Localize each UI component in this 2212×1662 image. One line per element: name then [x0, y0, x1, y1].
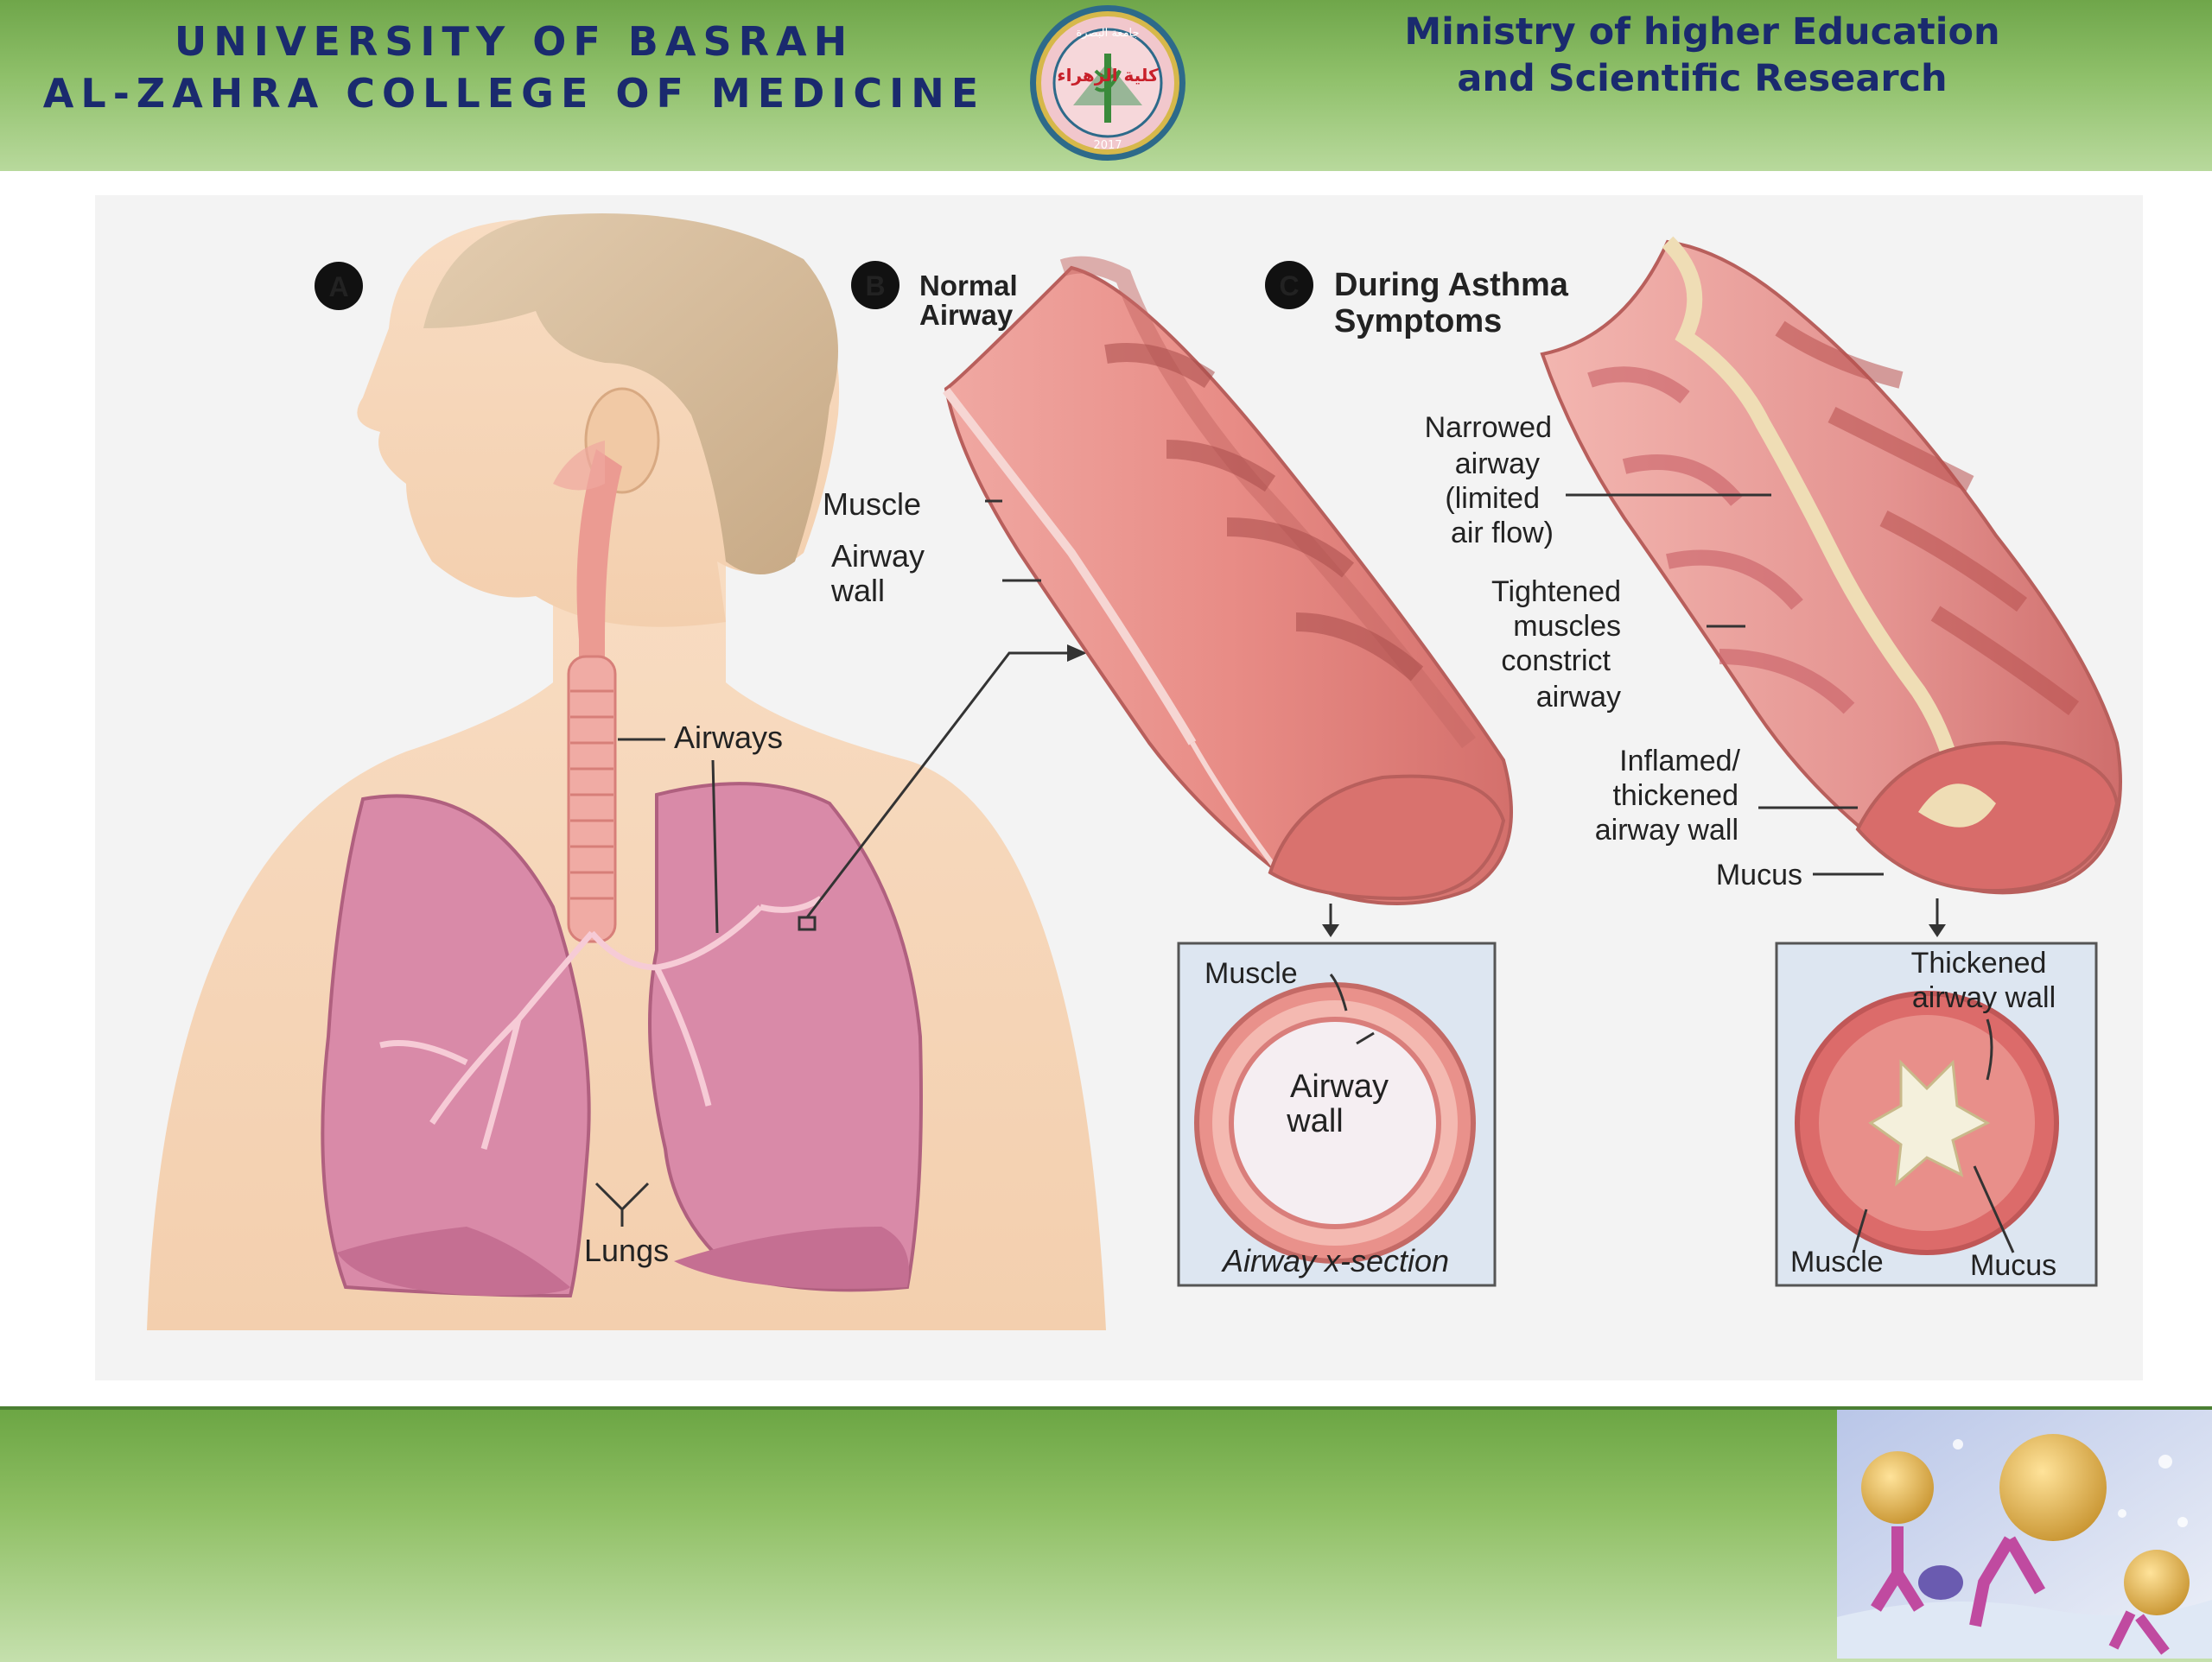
mucus-label: Mucus: [1716, 859, 1802, 891]
label-airways: Airways: [674, 720, 783, 755]
marker-b: B: [865, 270, 885, 301]
seal-center-text: كلية الزهراء: [1057, 65, 1159, 86]
panel-markers: A B C: [315, 261, 1313, 310]
asthma-airway-cross-section: [1775, 942, 2098, 1287]
college-line: AL-ZAHRA COLLEGE OF MEDICINE: [42, 70, 986, 117]
seal-year: 2017: [1093, 139, 1122, 152]
label-airway-wall-1: Airway: [831, 538, 925, 574]
label-airway-wall-2: wall: [830, 573, 885, 608]
seal-top-text: جامعة البصرة: [1076, 27, 1139, 40]
thickened-wall-label-1: Thickened: [1911, 947, 2047, 980]
panel-c-asthma-airway: [1540, 236, 2122, 937]
college-seal-logo: كلية الزهراء جامعة البصرة 2017: [1030, 5, 1185, 161]
antibody-illustration: [1837, 1410, 2212, 1659]
xsection-wall-label-2: wall: [1286, 1103, 1343, 1139]
university-name: UNIVERSITY OF BASRAH AL-ZAHRA COLLEGE OF…: [35, 16, 994, 119]
tightened-label-3: constrict: [1501, 644, 1611, 677]
tightened-label-4: airway: [1536, 681, 1621, 714]
xsection-caption: Airway x-section: [1221, 1243, 1449, 1278]
panel-b-normal-airway: [943, 256, 1513, 937]
narrowed-label-1: Narrowed: [1425, 411, 1552, 444]
thickened-wall-label-2: airway wall: [1912, 981, 2056, 1014]
tightened-label-1: Tightened: [1491, 575, 1621, 608]
ministry-line-2: and Scientific Research: [1457, 57, 1948, 100]
ministry-name: Ministry of higher Education and Scienti…: [1382, 9, 2022, 102]
inflamed-label-1: Inflamed/: [1619, 745, 1740, 777]
label-muscle: Muscle: [823, 486, 921, 522]
xsection-wall-label-1: Airway: [1290, 1069, 1389, 1105]
ministry-line-1: Ministry of higher Education: [1404, 10, 2000, 54]
label-lungs: Lungs: [584, 1233, 669, 1268]
xsection-muscle-label: Muscle: [1205, 957, 1298, 990]
normal-airway-title-1: Normal: [919, 270, 1018, 301]
marker-a: A: [328, 271, 348, 302]
marker-c: C: [1279, 270, 1299, 301]
inflamed-label-3: airway wall: [1595, 814, 1738, 847]
narrowed-label-2: airway: [1455, 447, 1540, 480]
asthma-title-2: Symptoms: [1334, 303, 1502, 339]
narrowed-label-3: (limited: [1445, 482, 1540, 515]
normal-airway-title-2: Airway: [919, 299, 1014, 331]
tightened-label-2: muscles: [1513, 610, 1621, 643]
university-line-1: UNIVERSITY OF BASRAH: [174, 18, 855, 65]
normal-airway-cross-section: [1177, 942, 1497, 1287]
asthma-title-1: During Asthma: [1334, 267, 1569, 303]
inflamed-label-2: thickened: [1612, 779, 1738, 812]
asthma-xsection-muscle: Muscle: [1790, 1246, 1884, 1278]
asthma-xsection-mucus: Mucus: [1970, 1249, 2056, 1282]
narrowed-label-4: air flow): [1451, 517, 1554, 549]
panel-a-figure: [147, 213, 1106, 1330]
header-banner: UNIVERSITY OF BASRAH AL-ZAHRA COLLEGE OF…: [0, 0, 2212, 171]
